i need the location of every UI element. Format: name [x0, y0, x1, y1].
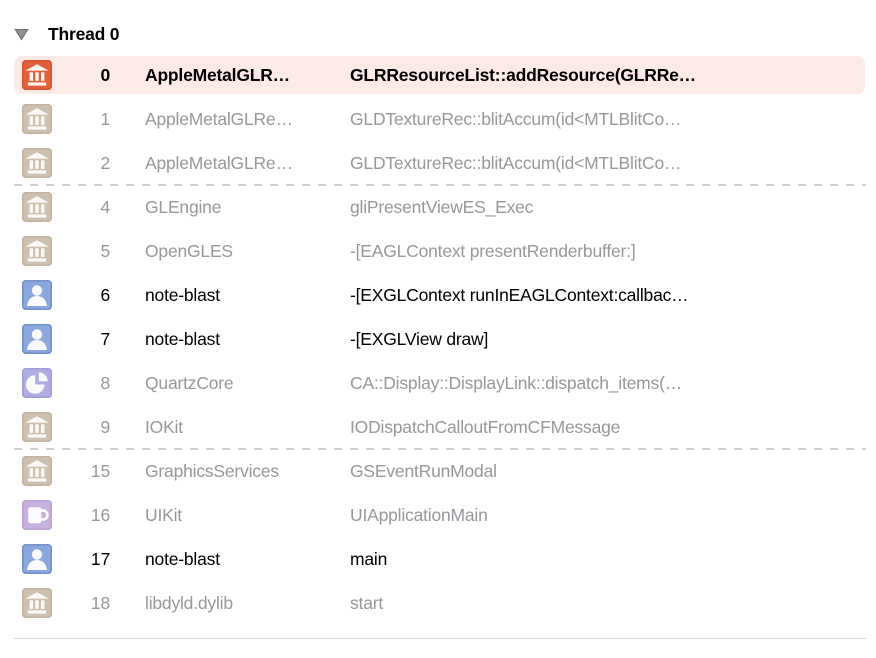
- framework-bank-icon: [22, 104, 52, 134]
- framework-bank-icon: [22, 192, 52, 222]
- user-code-person-icon: [22, 324, 52, 354]
- framework-bank-icon: [22, 412, 52, 442]
- framework-bank-icon-orange: [22, 60, 52, 90]
- uikit-mug-icon: [22, 500, 52, 530]
- frame-module: AppleMetalGLRe…: [145, 108, 293, 129]
- frame-module: QuartzCore: [145, 372, 234, 393]
- frame-index: 8: [100, 372, 110, 393]
- frame-index: 16: [90, 504, 110, 525]
- stack-frame-row[interactable]: 5 OpenGLES -[EAGLContext presentRenderbuff…: [0, 229, 876, 273]
- user-code-person-icon: [22, 280, 52, 310]
- frame-module: AppleMetalGLR…: [145, 64, 290, 85]
- frame-index: 2: [100, 152, 110, 173]
- framework-bank-icon: [22, 456, 52, 486]
- frame-module: note-blast: [145, 284, 220, 305]
- frame-function: -[EAGLContext presentRenderbuffer:]: [350, 240, 636, 261]
- frame-module: AppleMetalGLRe…: [145, 152, 293, 173]
- frame-index: 5: [100, 240, 110, 261]
- stack-frame-row[interactable]: 17 note-blast main: [0, 537, 876, 581]
- frame-function: IODispatchCalloutFromCFMessage: [350, 416, 621, 437]
- stack-frame-list: 0 AppleMetalGLR… GLRResourceList::addResou…: [0, 53, 876, 625]
- stack-frame-row[interactable]: 1 AppleMetalGLRe… GLDTextureRec::blitAccum…: [0, 97, 876, 141]
- frame-index: 4: [100, 196, 110, 217]
- stack-frame-row[interactable]: 8 QuartzCore CA::Display::DisplayLink::dis…: [0, 361, 876, 405]
- frame-function: start: [350, 592, 384, 613]
- frame-function: gliPresentViewES_Exec: [350, 196, 534, 217]
- frame-index: 6: [100, 284, 110, 305]
- user-code-person-icon: [22, 544, 52, 574]
- stack-frame-row[interactable]: 2 AppleMetalGLRe… GLDTextureRec::blitAccum…: [0, 141, 876, 185]
- frame-module: note-blast: [145, 328, 220, 349]
- stack-frame-row[interactable]: 4 GLEngine gliPresentViewES_Exec: [0, 185, 876, 229]
- frame-function: main: [350, 548, 388, 569]
- disclosure-triangle-icon[interactable]: [14, 28, 29, 41]
- frame-index: 15: [90, 460, 110, 481]
- quartzcore-pie-icon: [22, 368, 52, 398]
- frame-function: UIApplicationMain: [350, 504, 488, 525]
- frame-function: GLDTextureRec::blitAccum(id<MTLBlitCo…: [350, 152, 682, 173]
- stack-frame-row[interactable]: 6 note-blast -[EXGLContext runInEAGLContex…: [0, 273, 876, 317]
- frame-module: note-blast: [145, 548, 220, 569]
- frame-module: IOKit: [145, 416, 183, 437]
- thread-header[interactable]: Thread 0: [14, 20, 120, 48]
- frame-index: 18: [90, 592, 110, 613]
- stack-frame-row[interactable]: 7 note-blast -[EXGLView draw]: [0, 317, 876, 361]
- frame-module: libdyld.dylib: [145, 592, 233, 613]
- frame-module: GLEngine: [145, 196, 222, 217]
- bottom-divider: [14, 638, 866, 639]
- frame-module: OpenGLES: [145, 240, 233, 261]
- framework-bank-icon: [22, 148, 52, 178]
- framework-bank-icon: [22, 236, 52, 266]
- framework-bank-icon: [22, 588, 52, 618]
- frame-index: 9: [100, 416, 110, 437]
- frame-index: 7: [100, 328, 110, 349]
- thread-title: Thread 0: [48, 23, 120, 44]
- frame-function: CA::Display::DisplayLink::dispatch_items…: [350, 372, 682, 393]
- stack-frame-row[interactable]: 16 UIKit UIApplicationMain: [0, 493, 876, 537]
- frame-function: GLRResourceList::addResource(GLRRe…: [350, 64, 696, 85]
- stack-frame-row[interactable]: 18 libdyld.dylib start: [0, 581, 876, 625]
- frame-function: -[EXGLView draw]: [350, 328, 489, 349]
- frame-index: 1: [100, 108, 110, 129]
- frame-module: GraphicsServices: [145, 460, 279, 481]
- stack-frame-row[interactable]: 15 GraphicsServices GSEventRunModal: [0, 449, 876, 493]
- stack-frame-row[interactable]: 9 IOKit IODispatchCalloutFromCFMessage: [0, 405, 876, 449]
- stack-frame-row[interactable]: 0 AppleMetalGLR… GLRResourceList::addResou…: [0, 53, 876, 97]
- frame-index: 0: [100, 64, 110, 85]
- frame-module: UIKit: [145, 504, 182, 525]
- frame-function: GLDTextureRec::blitAccum(id<MTLBlitCo…: [350, 108, 682, 129]
- frame-function: -[EXGLContext runInEAGLContext:callbac…: [350, 284, 689, 305]
- frame-function: GSEventRunModal: [350, 460, 497, 481]
- frame-index: 17: [90, 548, 110, 569]
